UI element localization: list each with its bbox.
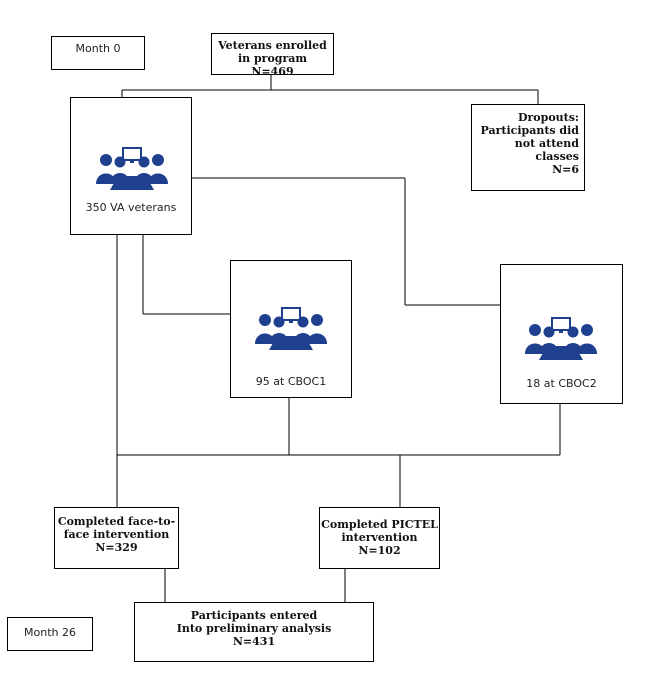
dropouts-line4: classes [535, 150, 579, 163]
analysis-line2: Into preliminary analysis [176, 622, 332, 635]
group-meeting-icon [96, 147, 168, 190]
dropouts-count: N=6 [552, 163, 579, 176]
face-to-face-count: N=329 [95, 541, 138, 554]
analysis-count: N=431 [232, 635, 276, 648]
group-meeting-icon [525, 317, 597, 360]
cboc1-label: 95 at CBOC1 [255, 375, 327, 388]
dropouts-line2: Participants did [480, 124, 579, 137]
cboc1-box: 95 at CBOC1 [230, 260, 352, 398]
month-0-label: Month 0 [51, 36, 145, 70]
cboc2-box: 18 at CBOC2 [500, 264, 623, 404]
month-26-text: Month 26 [24, 626, 76, 639]
dropouts-title: Dropouts: [517, 111, 579, 124]
pictel-box: Completed PICTEL intervention N=102 [319, 507, 440, 569]
cboc2-label: 18 at CBOC2 [526, 377, 597, 390]
month-0-text: Month 0 [75, 42, 121, 55]
group-meeting-icon [255, 307, 327, 350]
pictel-line2: intervention [341, 531, 418, 544]
va-veterans-label: 350 VA veterans [85, 201, 177, 214]
pictel-line1: Completed PICTEL [321, 518, 438, 531]
pictel-count: N=102 [358, 544, 401, 557]
enrolled-title: Veterans enrolled in program [218, 39, 327, 65]
analysis-box: Participants entered Into preliminary an… [134, 602, 374, 662]
month-26-label: Month 26 [7, 617, 93, 651]
dropouts-line3: not attend [514, 137, 579, 150]
va-veterans-box: 350 VA veterans [70, 97, 192, 235]
face-to-face-box: Completed face-to- face intervention N=3… [54, 507, 179, 569]
face-to-face-line2: face intervention [63, 528, 170, 541]
dropouts-box: Dropouts: Participants did not attend cl… [471, 104, 585, 191]
analysis-line1: Participants entered [190, 609, 318, 622]
enrolled-box: Veterans enrolled in program N=469 [211, 33, 334, 78]
enrolled-count: N=469 [251, 65, 294, 78]
face-to-face-line1: Completed face-to- [57, 515, 176, 528]
